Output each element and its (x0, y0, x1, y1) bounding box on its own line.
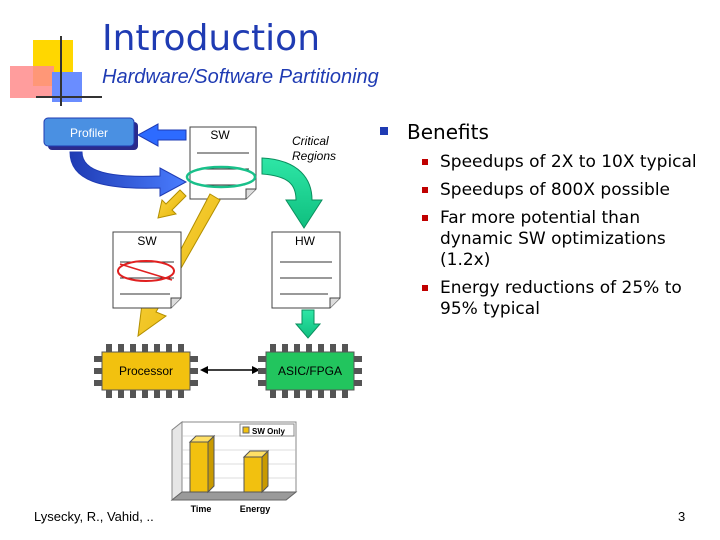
page-number: 3 (678, 509, 686, 524)
chart-xlabel-time: Time (191, 504, 212, 514)
arrow-sw-to-profiler (136, 123, 187, 147)
removed-region-oval (117, 260, 175, 282)
sw-bottom-label: SW (137, 234, 157, 248)
benefits-list: Benefits Speedups of 2X to 10X typical S… (380, 120, 700, 327)
hw-document: HW (271, 231, 341, 309)
asic-label: ASIC/FPGA (278, 364, 342, 378)
critical-region-oval (185, 165, 257, 189)
benefit-item: Far more potential than dynamic SW optim… (422, 208, 700, 271)
corner-line-horizontal (36, 96, 102, 98)
critical-regions-label-2: Regions (292, 149, 336, 163)
sw-document-bottom: SW (112, 231, 182, 309)
benefit-item: Speedups of 2X to 10X typical (422, 152, 700, 173)
arrow-to-sw-bottom (157, 189, 187, 219)
sw-document-top: SW (185, 126, 257, 200)
legend-label: SW Only (252, 427, 285, 436)
slide-title: Introduction (102, 18, 321, 59)
speedup-chart: Time Energy SW Only (170, 420, 298, 514)
processor-chip: Processor (94, 344, 198, 398)
benefits-heading: Benefits (380, 120, 700, 144)
profiler-box: Profiler (43, 117, 138, 150)
sw-top-label: SW (210, 128, 230, 142)
chart-bar-time (188, 434, 216, 494)
chart-bar-energy (242, 449, 270, 494)
asic-fpga-chip: ASIC/FPGA (258, 344, 362, 398)
arrow-hw-to-asic (294, 309, 322, 339)
chart-legend: SW Only (239, 423, 295, 437)
processor-label: Processor (119, 364, 173, 378)
chart-xlabel-energy: Energy (240, 504, 271, 514)
bus-arrow (200, 366, 260, 374)
footer-author: Lysecky, R., Vahid, .. (34, 509, 154, 524)
critical-regions-label-1: Critical (292, 134, 329, 148)
legend-swatch (242, 426, 250, 434)
corner-line-vertical (60, 36, 62, 106)
arrow-to-hw (261, 157, 323, 229)
corner-square-red (10, 66, 54, 98)
arrow-profiler-to-sw (69, 151, 188, 197)
benefit-item: Speedups of 800X possible (422, 180, 700, 201)
slide-subtitle: Hardware/Software Partitioning (102, 66, 379, 88)
profiler-label: Profiler (70, 126, 108, 140)
hw-label: HW (295, 234, 316, 248)
benefit-item: Energy reductions of 25% to 95% typical (422, 278, 700, 320)
